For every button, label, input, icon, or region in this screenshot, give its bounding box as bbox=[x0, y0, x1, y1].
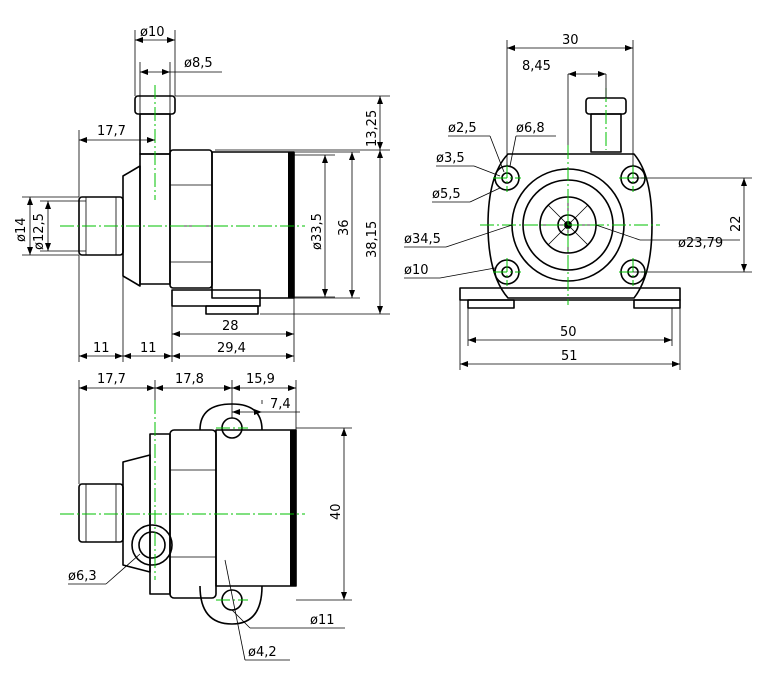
dim-17-7-front: 17,7 bbox=[97, 124, 126, 139]
dim-22: 22 bbox=[729, 215, 744, 232]
dim-7-4: 7,4 bbox=[270, 397, 291, 412]
dim-34-5: ø34,5 bbox=[404, 232, 441, 247]
dim-38-15: 38,15 bbox=[365, 221, 380, 258]
dim-13-25: 13,25 bbox=[365, 110, 380, 147]
dim-pipe-inner: ø8,5 bbox=[184, 56, 213, 71]
dim-4-2: ø4,2 bbox=[248, 645, 277, 660]
dim-8-45: 8,45 bbox=[522, 59, 551, 74]
dim-2-5: ø2,5 bbox=[448, 121, 477, 136]
dim-3-5: ø3,5 bbox=[436, 151, 465, 166]
dim-6-3: ø6,3 bbox=[68, 569, 97, 584]
top-view: 17,7 17,8 15,9 7,4 40 ø6,3 ø11 ø4,2 bbox=[60, 372, 352, 661]
dim-11-top: ø11 bbox=[310, 613, 335, 628]
dim-6-8: ø6,8 bbox=[516, 121, 545, 136]
dim-36: 36 bbox=[337, 219, 352, 236]
dim-30: 30 bbox=[562, 33, 579, 48]
dim-11b: 11 bbox=[140, 341, 157, 356]
dim-5-5: ø5,5 bbox=[432, 187, 461, 202]
dim-10-side: ø10 bbox=[404, 263, 429, 278]
dim-29-4: 29,4 bbox=[217, 341, 246, 356]
dim-pipe-outer: ø10 bbox=[140, 25, 165, 40]
dim-inlet-outer: ø14 bbox=[14, 218, 29, 243]
side-view: 30 8,45 22 50 51 ø2,5 ø6,8 ø3,5 ø5,5 ø34… bbox=[404, 33, 752, 370]
dim-28: 28 bbox=[222, 319, 239, 334]
dim-15-9: 15,9 bbox=[246, 372, 275, 387]
dim-17-8: 17,8 bbox=[175, 372, 204, 387]
dim-23-79: ø23,79 bbox=[678, 236, 723, 251]
dim-51: 51 bbox=[561, 349, 578, 364]
front-view: ø10 ø8,5 13,25 17,7 ø14 ø12,5 ø33,5 36 3… bbox=[14, 25, 390, 362]
dim-50: 50 bbox=[560, 325, 577, 340]
dim-17-7-top: 17,7 bbox=[97, 372, 126, 387]
dim-body-dia: ø33,5 bbox=[310, 213, 325, 250]
dim-40: 40 bbox=[329, 503, 344, 520]
dim-inlet-inner: ø12,5 bbox=[32, 213, 47, 250]
dim-11a: 11 bbox=[93, 341, 110, 356]
